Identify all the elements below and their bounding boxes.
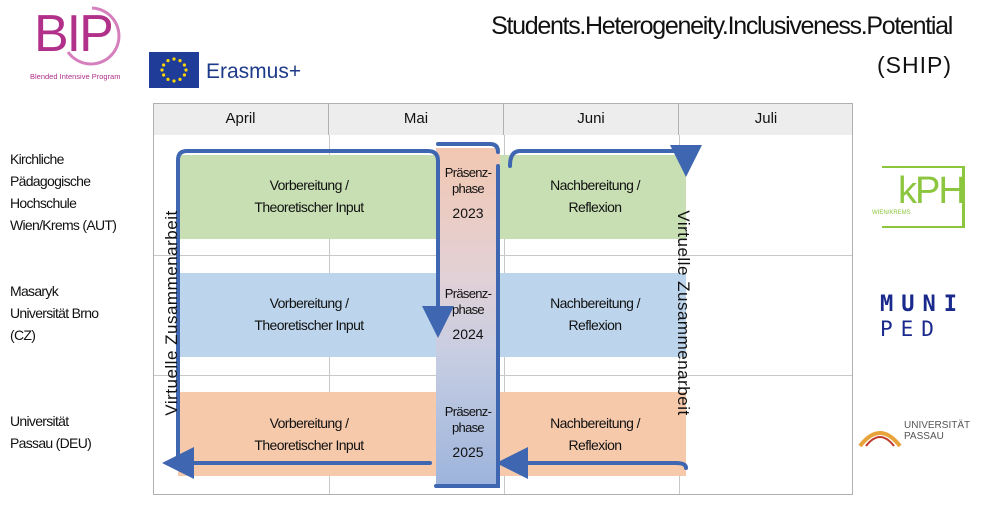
presence-label-2024: Präsenz-phase — [444, 286, 492, 317]
post-band-2023 — [500, 155, 686, 239]
flow-arrow-left-top — [176, 149, 454, 464]
muni-logo-text: MUNI — [880, 292, 965, 317]
erasmus-logo: Erasmus+ — [206, 60, 302, 83]
prep-label-2023: Vorbereitung /Theoretischer Input — [254, 177, 364, 215]
passau-bridge-icon — [858, 431, 902, 448]
kph-logo-text: kPH — [898, 170, 966, 212]
ped-logo-text: PED — [880, 317, 942, 341]
month-header-juni: Juni — [504, 103, 679, 135]
muni-ped-logo: MUNI PED — [880, 292, 965, 341]
passau-logo-line2: PASSAU — [904, 431, 944, 442]
presence-year-2023: 2023 — [452, 205, 484, 221]
prep-label-2024: Vorbereitung /Theoretischer Input — [254, 295, 364, 333]
bip-subtitle: Blended Intensive Program — [30, 72, 121, 81]
month-header-juli: Juli — [754, 110, 778, 127]
month-header-april: April — [153, 103, 329, 135]
schedule-grid — [153, 103, 853, 495]
grid-line — [153, 255, 853, 256]
presence-year-2025: 2025 — [452, 444, 484, 460]
virtual-collab-left: Virtuelle Zusammenarbeit — [162, 210, 181, 416]
post-label-2024: Nachbereitung /Reflexion — [550, 295, 640, 333]
grid-line — [153, 375, 853, 376]
bip-logo-ring — [66, 6, 121, 66]
post-band-2024 — [500, 273, 686, 357]
flow-arrow-right-bottom — [496, 447, 688, 479]
post-label-2023: Nachbereitung /Reflexion — [550, 177, 640, 215]
prep-label-2025: Vorbereitung /Theoretischer Input — [254, 415, 364, 453]
kph-logo: kPH WIEN/KREMS — [872, 166, 966, 228]
page-title: Students.Heterogeneity.Inclusiveness.Pot… — [491, 12, 953, 40]
presence-label-2023: Präsenz-phase — [444, 165, 492, 196]
passau-logo-line1: UNIVERSITÄT — [904, 420, 971, 431]
bip-logo: BIP — [34, 5, 114, 63]
eu-stars-icon — [160, 57, 188, 83]
post-label-2025: Nachbereitung /Reflexion — [550, 415, 640, 453]
flow-arrow-center — [434, 164, 500, 488]
presence-year-2024: 2024 — [452, 326, 484, 342]
eu-flag-icon — [149, 52, 199, 88]
kph-logo-sub: WIEN/KREMS — [872, 210, 911, 216]
virtual-collab-right: Virtuelle Zusammenarbeit — [674, 210, 693, 416]
page-subtitle: (SHIP) — [877, 52, 952, 78]
month-header-mai: Mai — [329, 103, 504, 135]
prep-band-2024 — [178, 273, 436, 357]
flow-arrow-top-link — [436, 142, 500, 154]
flow-arrow-right-top — [508, 144, 702, 177]
prep-band-2023 — [178, 155, 436, 239]
presence-label-2025: Präsenz-phase — [444, 404, 492, 435]
